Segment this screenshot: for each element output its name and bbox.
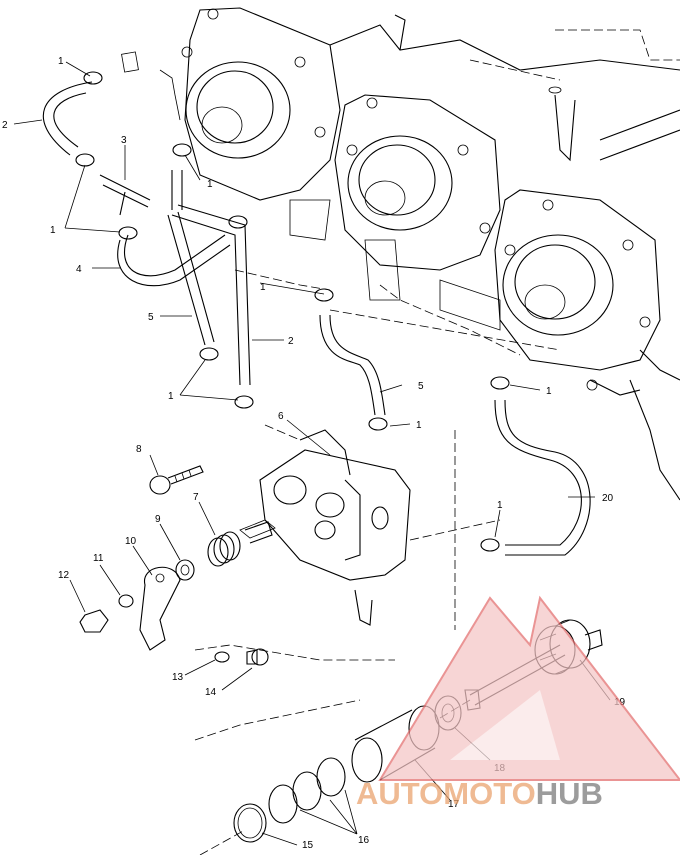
callout-5: 5	[148, 312, 154, 323]
callout-13: 13	[172, 672, 184, 683]
nut-12	[79, 609, 109, 633]
callout-1: 1	[58, 56, 64, 67]
callout-2: 2	[288, 336, 294, 347]
washer-9	[175, 559, 195, 581]
hose-5-left	[167, 211, 215, 346]
hose-clamps	[75, 71, 510, 552]
watermark-text-auto: AUTO	[356, 776, 443, 811]
callout-8: 8	[136, 444, 142, 455]
callout-1: 1	[168, 391, 174, 402]
callout-12: 12	[58, 570, 70, 581]
callout-16: 16	[358, 835, 370, 846]
callout-2: 2	[2, 120, 8, 131]
washer-11	[118, 594, 134, 608]
callout-7: 7	[193, 492, 199, 503]
callout-10: 10	[125, 536, 137, 547]
callout-1: 1	[416, 420, 422, 431]
hose-2-lower	[171, 204, 251, 386]
callout-1: 1	[260, 282, 266, 293]
watermark-text-hub: HUB	[536, 776, 603, 811]
circlip-15	[233, 803, 267, 843]
callout-6: 6	[278, 411, 284, 422]
hose-4	[123, 234, 226, 277]
callout-1: 1	[546, 386, 552, 397]
callout-1: 1	[207, 179, 213, 190]
callout-17: 17	[448, 799, 460, 810]
callout-4: 4	[76, 264, 82, 275]
callout-14: 14	[205, 687, 217, 698]
bolt-14	[246, 648, 269, 666]
washer-13	[214, 651, 230, 663]
callout-20: 20	[602, 493, 614, 504]
hose-2-upper	[42, 81, 93, 156]
o-rings-16	[268, 757, 346, 824]
callout-1: 1	[497, 500, 503, 511]
watermark-text-moto: MOTO	[443, 776, 535, 811]
callout-5: 5	[418, 381, 424, 392]
hose-20	[494, 399, 582, 546]
svg-text:AUTOMOTOHUB: AUTOMOTOHUB	[356, 776, 603, 811]
watermark-triangle	[378, 595, 680, 781]
callout-11: 11	[93, 553, 104, 564]
callout-1: 1	[50, 225, 56, 236]
engine-block	[181, 7, 680, 501]
oil-pump-assembly	[239, 429, 411, 626]
watermark-logo: AUTOMOTOHUB	[356, 595, 680, 811]
spring-7	[207, 521, 273, 567]
tee-fitting-3	[99, 174, 151, 216]
callout-9: 9	[155, 514, 161, 525]
lever-10	[139, 566, 181, 651]
hose-5-right	[319, 314, 376, 416]
callout-3: 3	[121, 135, 127, 146]
bolt-8	[149, 465, 204, 495]
hoses	[42, 51, 591, 556]
callout-15: 15	[302, 840, 314, 851]
pump-body	[259, 449, 411, 581]
